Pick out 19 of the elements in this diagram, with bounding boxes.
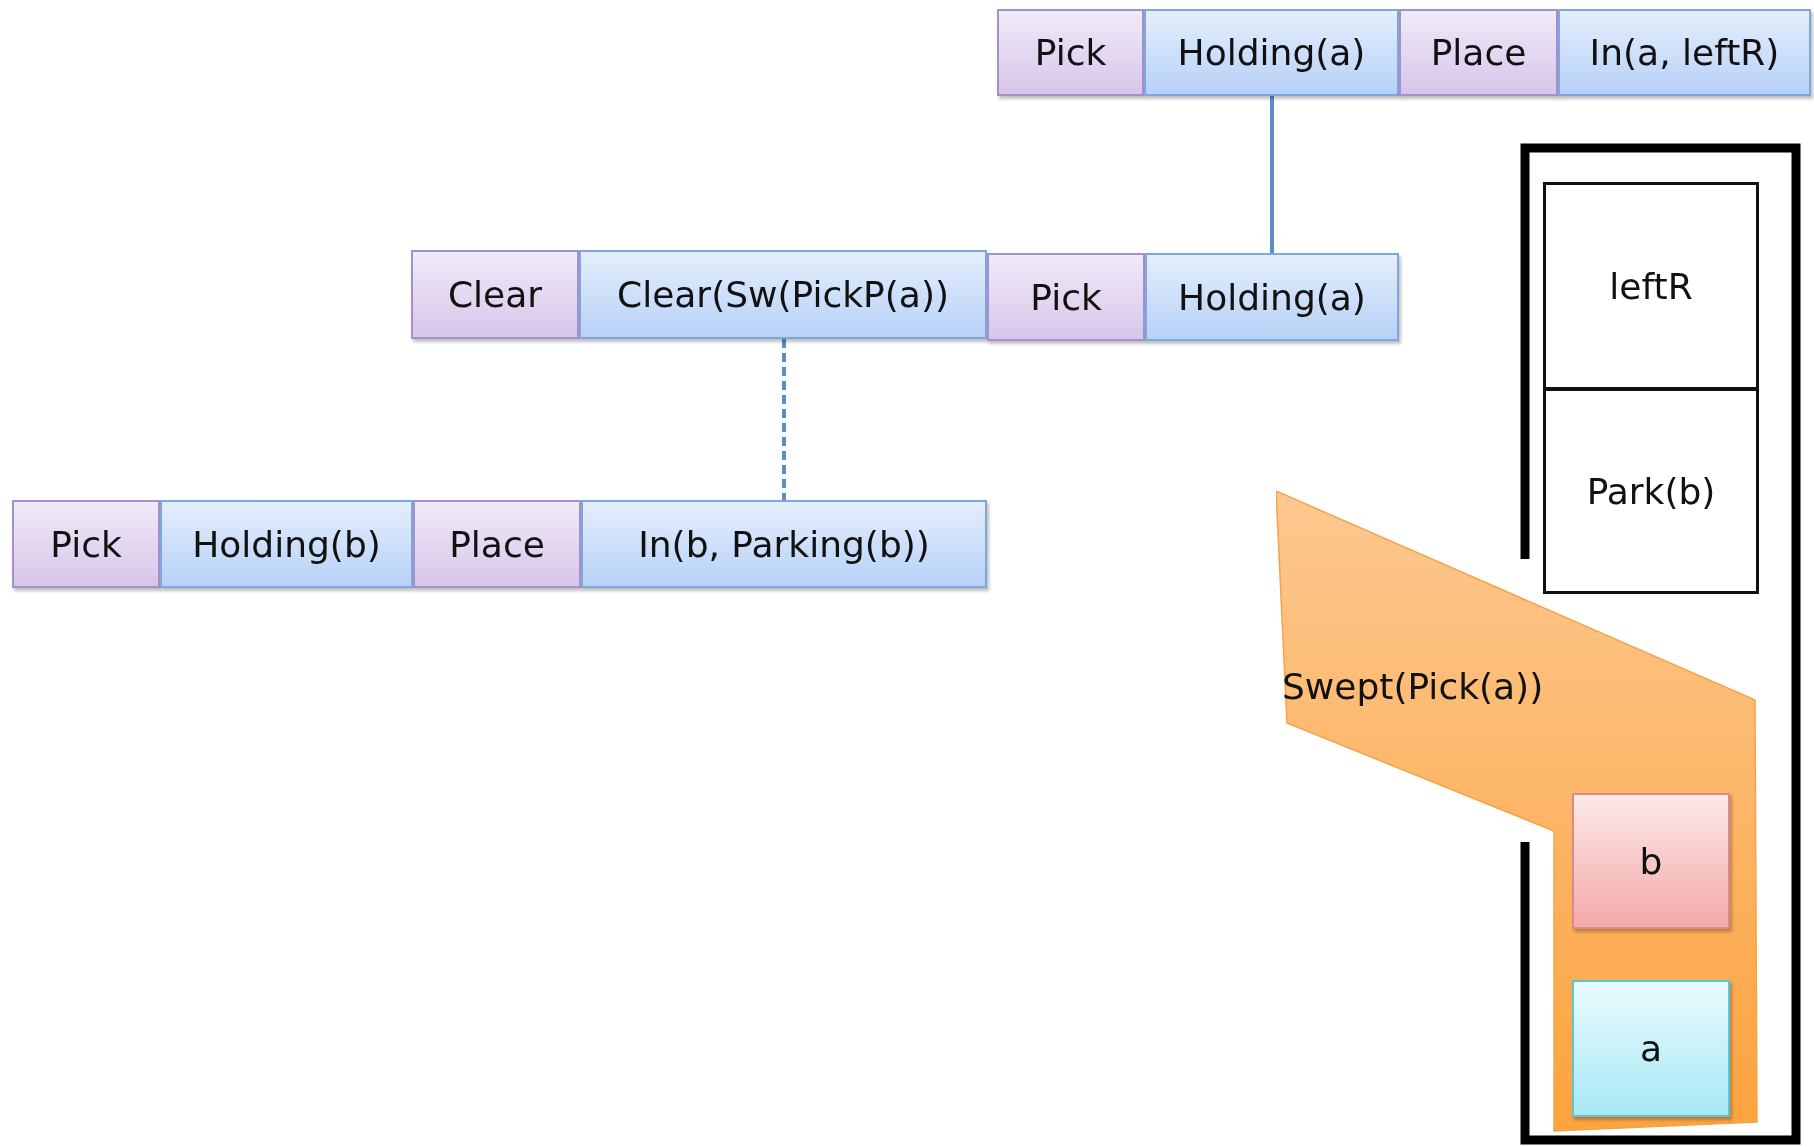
- region-label: Swept(Pick(a)): [1282, 666, 1544, 707]
- action-box: Pick: [997, 9, 1144, 96]
- action-box: Place: [413, 500, 581, 588]
- action-box: Pick: [12, 500, 160, 588]
- object-block: a: [1572, 980, 1730, 1117]
- action-box: Pick: [987, 253, 1145, 341]
- action-box: Place: [1399, 9, 1558, 96]
- condition-box: In(b, Parking(b)): [581, 500, 987, 588]
- condition-box: Holding(b): [160, 500, 413, 588]
- dashed-connector: [782, 339, 786, 500]
- object-block: b: [1572, 793, 1730, 929]
- action-box: Clear: [411, 250, 579, 339]
- condition-box: In(a, leftR): [1558, 9, 1811, 96]
- region-box: leftR: [1543, 182, 1759, 390]
- connector: [1270, 96, 1274, 253]
- region-box: Park(b): [1543, 388, 1759, 594]
- condition-box: Holding(a): [1144, 9, 1399, 96]
- condition-box: Holding(a): [1145, 253, 1399, 341]
- condition-box: Clear(Sw(PickP(a)): [579, 250, 987, 339]
